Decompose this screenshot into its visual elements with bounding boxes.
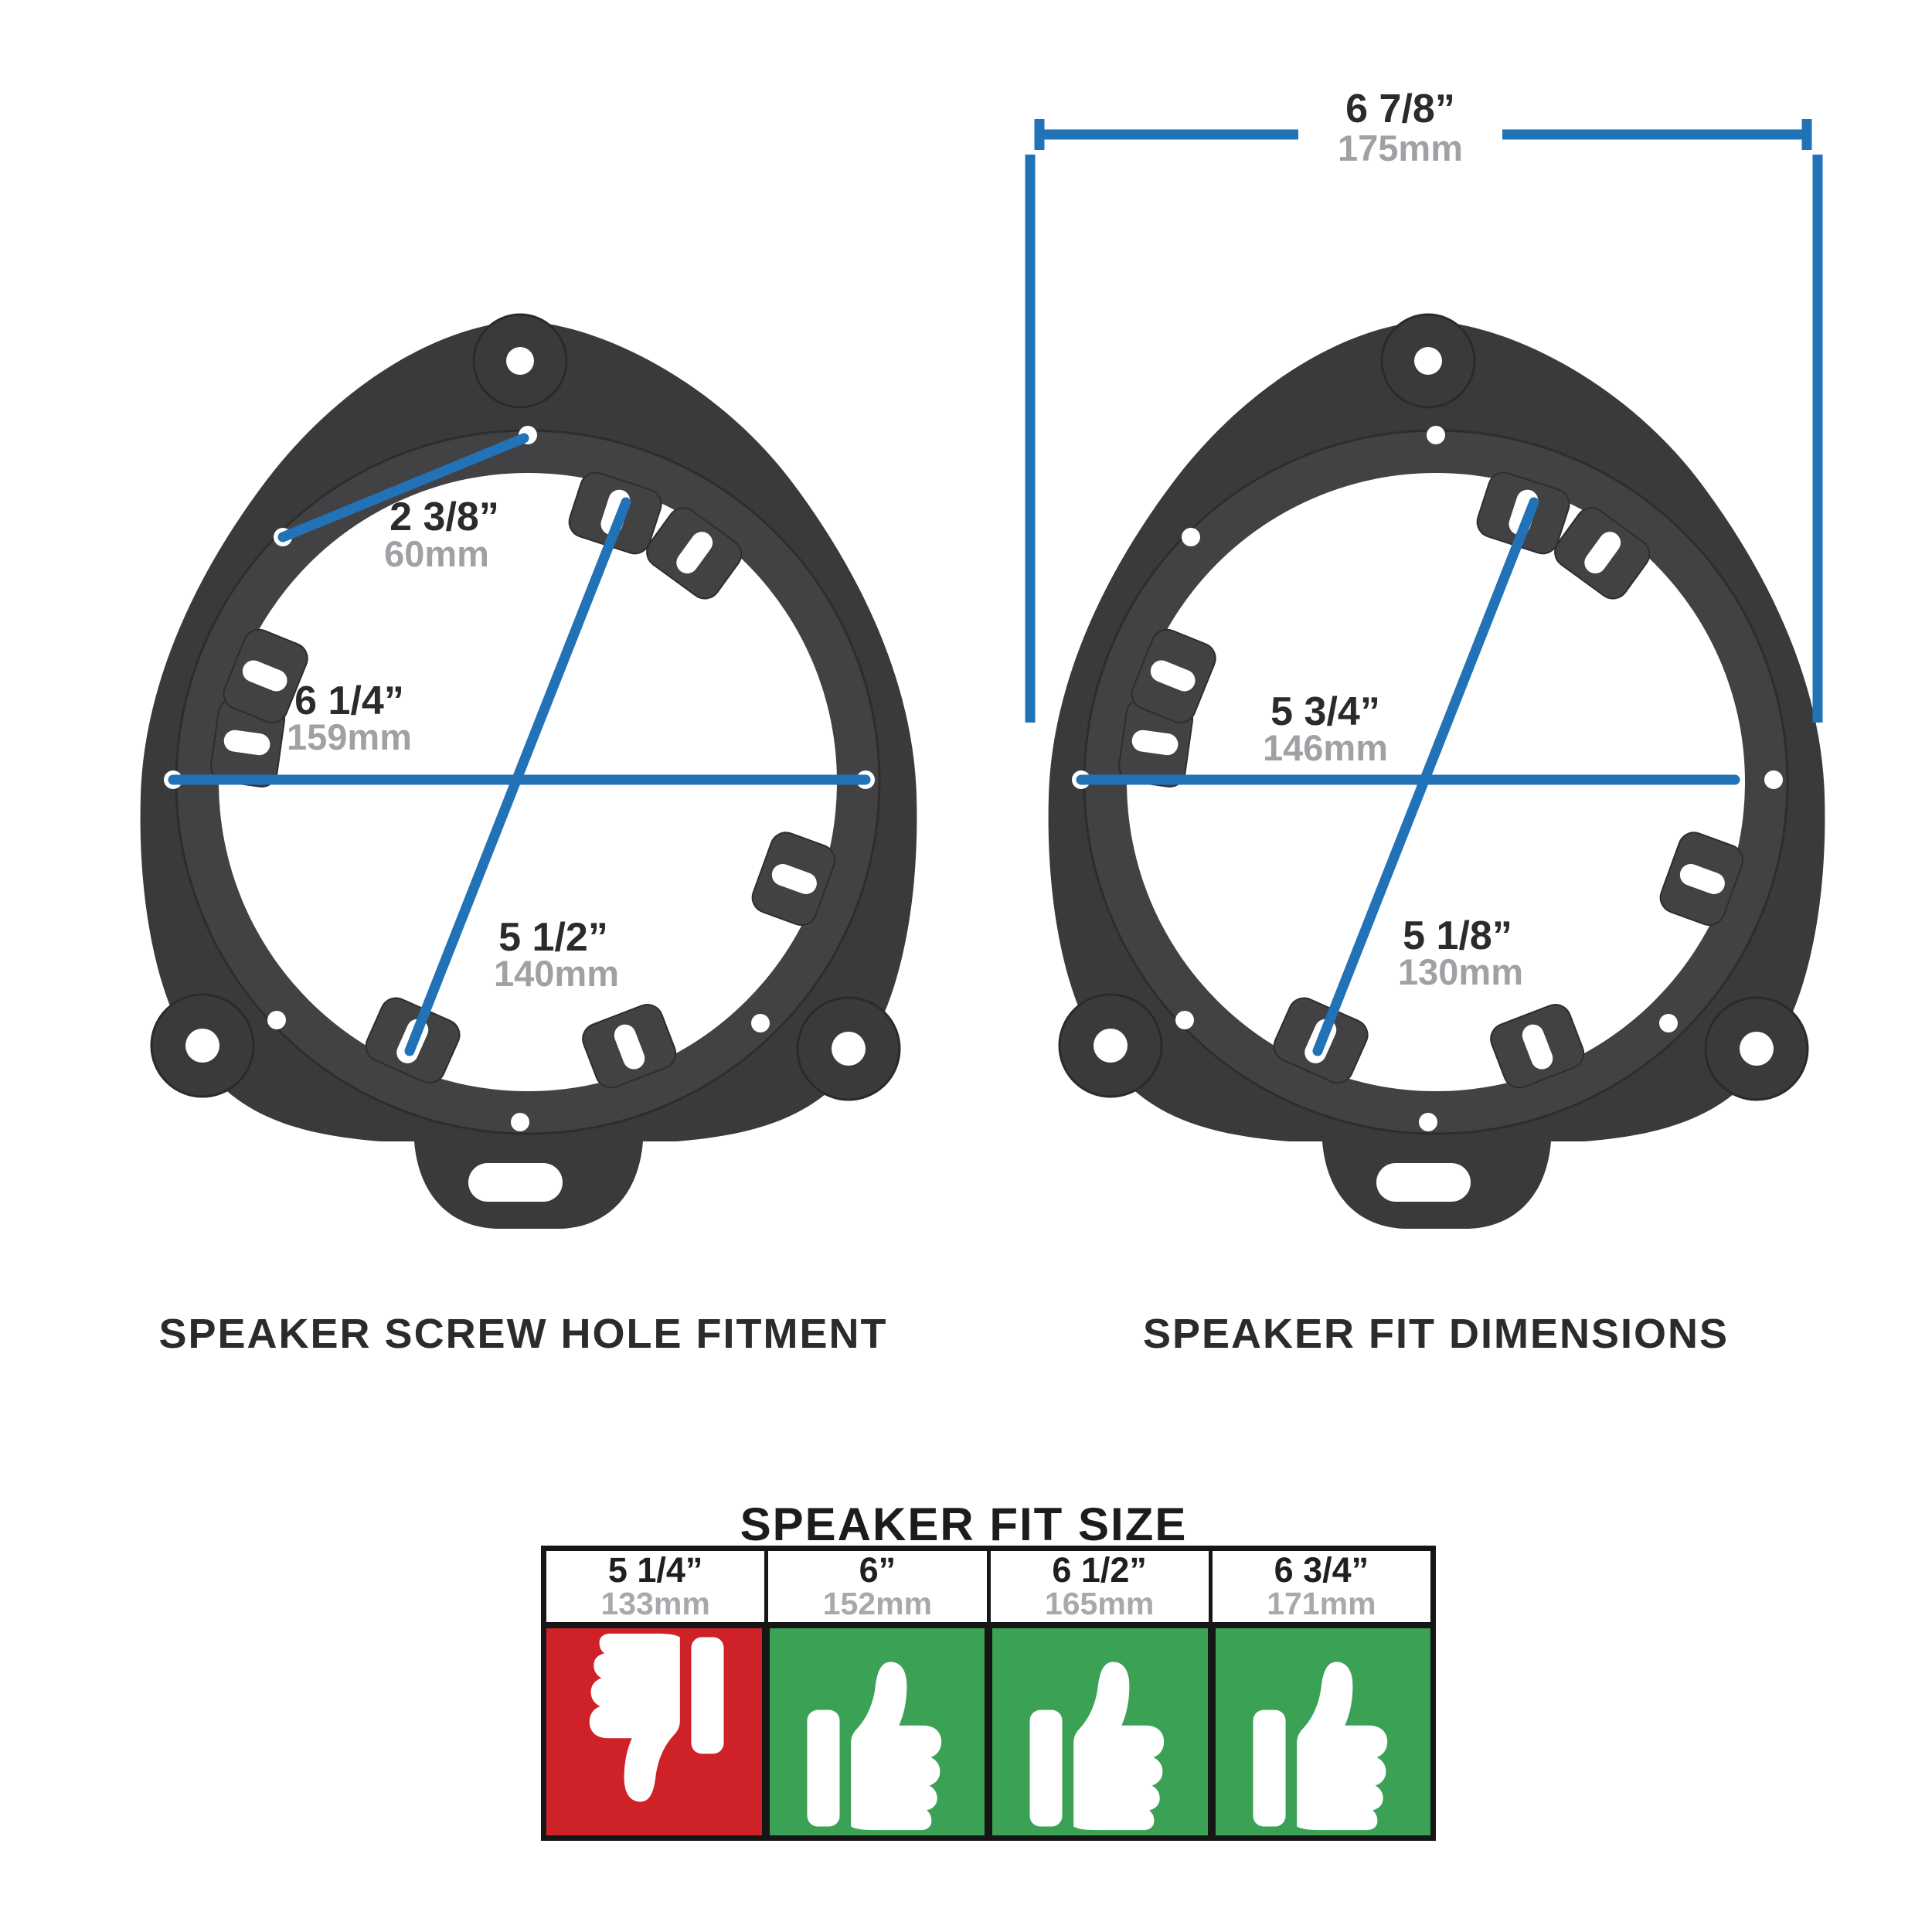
fit-table-title: SPEAKER FIT SIZE <box>740 1498 1188 1550</box>
size-mm: 165mm <box>1044 1586 1155 1622</box>
dim-label-mm: 159mm <box>287 716 412 757</box>
dim-label-mm: 146mm <box>1263 727 1388 768</box>
fit-result-yes <box>992 1628 1208 1835</box>
left-dimension-lines <box>168 433 871 1056</box>
size-inches: 6 1/2” <box>1052 1550 1147 1590</box>
fit-size-header: 6” 152mm <box>768 1550 991 1622</box>
dim-label-inches: 5 1/2” <box>498 915 608 960</box>
thumbs-up-icon <box>807 1662 941 1831</box>
dim-label-mm: 175mm <box>1338 128 1463 168</box>
dim-label-mm: 60mm <box>384 533 489 574</box>
thumbs-down-icon <box>590 1633 724 1802</box>
fit-result-yes <box>1215 1628 1430 1835</box>
dim-label-inches: 5 1/8” <box>1403 913 1512 958</box>
dim-line-screw-140mm <box>404 497 631 1056</box>
dim-label-inches: 5 3/4” <box>1270 689 1380 734</box>
size-mm: 133mm <box>600 1586 710 1622</box>
dim-line-screw-60mm <box>277 433 529 543</box>
overall-width-dimension <box>1025 119 1823 723</box>
fit-size-header: 6 3/4” 171mm <box>1213 1551 1430 1622</box>
dim-label-inches: 6 7/8” <box>1345 87 1455 131</box>
fit-table-result-row <box>546 1628 1430 1835</box>
size-inches: 6” <box>859 1550 896 1590</box>
fit-result-yes <box>769 1628 985 1835</box>
size-inches: 6 3/4” <box>1274 1550 1369 1590</box>
bracket-right <box>1047 313 1826 1230</box>
speaker-fit-size-table: 5 1/4” 133mm 6” 152mm 6 1/2” 165mm 6 3/4… <box>541 1546 1436 1841</box>
size-mm: 152mm <box>822 1586 933 1622</box>
fit-size-header: 5 1/4” 133mm <box>546 1550 769 1622</box>
dim-label-mm: 130mm <box>1398 951 1523 992</box>
dim-label-mm: 140mm <box>494 953 619 994</box>
bracket-left <box>139 313 918 1230</box>
left-diagram-caption: SPEAKER SCREW HOLE FITMENT <box>158 1311 888 1357</box>
thumbs-up-icon <box>1029 1662 1165 1831</box>
fit-size-header: 6 1/2” 165mm <box>991 1551 1213 1622</box>
size-inches: 5 1/4” <box>607 1550 703 1590</box>
thumbs-up-icon <box>1253 1662 1387 1831</box>
size-mm: 171mm <box>1267 1586 1376 1622</box>
dim-label-inches: 2 3/8” <box>389 495 499 539</box>
right-diagram-caption: SPEAKER FIT DIMENSIONS <box>1142 1311 1730 1357</box>
fit-result-no <box>546 1628 762 1835</box>
fit-table-header-row: 5 1/4” 133mm 6” 152mm 6 1/2” 165mm 6 3/4… <box>546 1551 1430 1628</box>
right-dimension-lines <box>1076 497 1740 1056</box>
dim-label-inches: 6 1/4” <box>294 679 404 723</box>
dim-line-fit-130mm <box>1312 497 1539 1056</box>
